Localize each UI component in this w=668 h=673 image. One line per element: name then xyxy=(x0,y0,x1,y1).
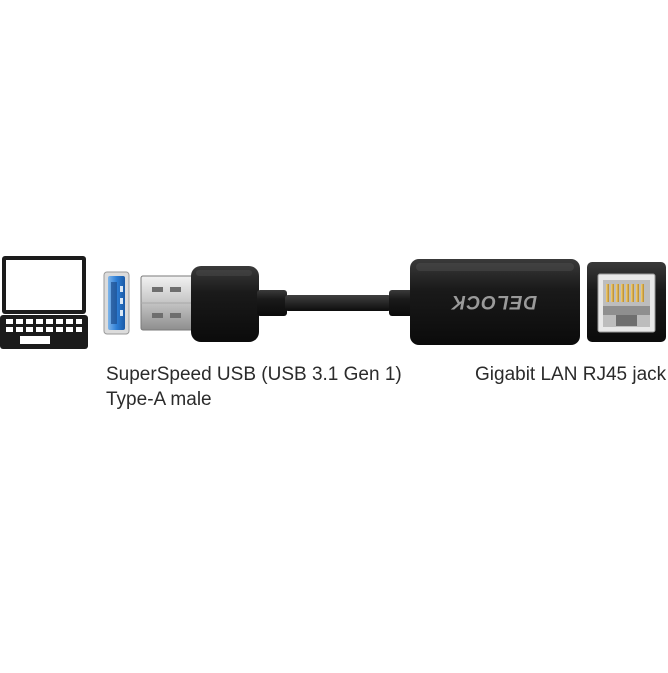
laptop-icon xyxy=(0,256,88,349)
brand-logo: DELOCK xyxy=(451,291,538,312)
lan-caption-line: Gigabit LAN RJ45 jack xyxy=(475,364,667,385)
cable xyxy=(285,290,413,316)
usb-a-plug-icon xyxy=(140,266,287,342)
svg-text:DELOCK: DELOCK xyxy=(451,291,538,312)
ethernet-adapter-icon: DELOCK xyxy=(410,259,580,345)
rj45-jack-icon xyxy=(587,262,666,342)
usb-caption-line1: SuperSpeed USB (USB 3.1 Gen 1) xyxy=(106,364,402,385)
usb-caption-line2: Type-A male xyxy=(106,389,212,410)
lan-caption: Gigabit LAN RJ45 jack xyxy=(475,362,666,387)
usb-port-icon xyxy=(103,271,130,335)
usb-caption: SuperSpeed USB (USB 3.1 Gen 1) Type-A ma… xyxy=(106,362,402,412)
